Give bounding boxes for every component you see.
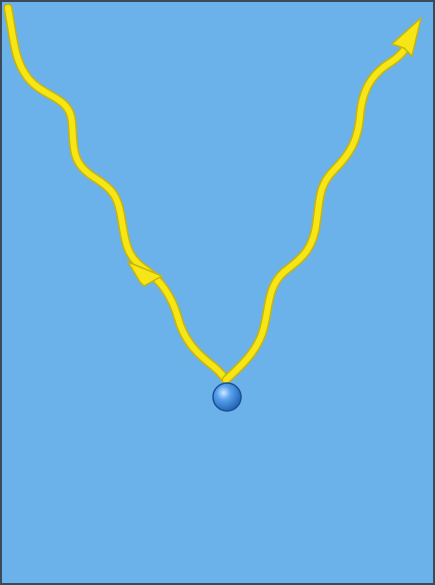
- outgoing-arrowhead-icon: [391, 17, 422, 57]
- sphere-icon: [212, 382, 242, 412]
- incoming-arrowhead-icon: [127, 261, 163, 287]
- outgoing-wave: [221, 17, 422, 385]
- particle: [212, 382, 242, 412]
- incoming-wave: [3, 3, 231, 385]
- incoming-wave-line: [5, 5, 229, 383]
- outgoing-wave-line: [223, 41, 411, 383]
